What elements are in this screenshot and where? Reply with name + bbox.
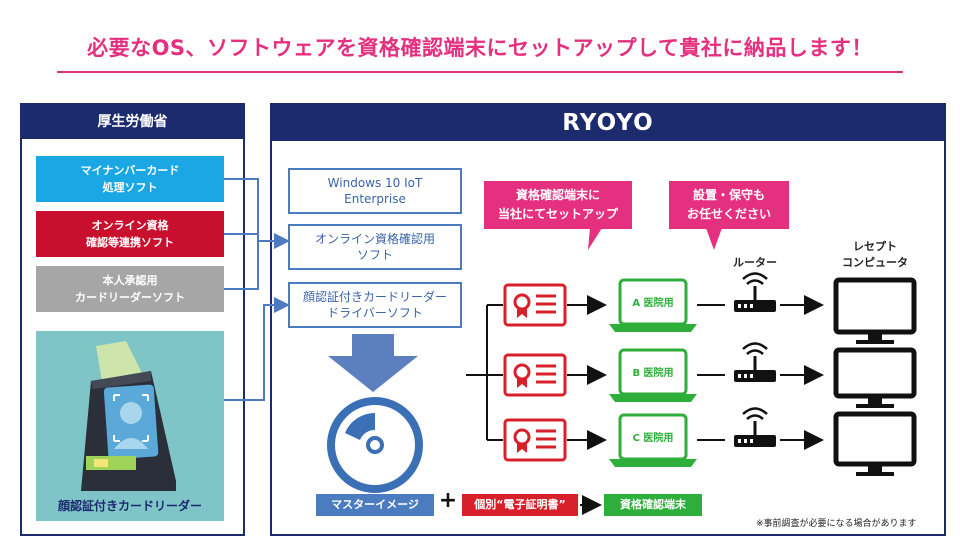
source-mynumber-line2: 処理ソフト: [102, 181, 158, 194]
card-reader-illustration: [81, 341, 176, 491]
receipt-label-line1: レセプト: [853, 240, 897, 253]
monitor-icon-a: [833, 277, 917, 344]
stack-driver-line1: 顔認証付きカードリーダー: [302, 290, 447, 304]
card-reader-box: 顔認証付きカードリーダー: [36, 331, 224, 521]
master-image-box: マスターイメージ: [316, 494, 434, 516]
note-text: ※事前調査が必要になる場合があります: [756, 519, 917, 529]
router-label: ルーター: [733, 256, 777, 269]
bubble-install: 設置・保守も お任せください: [669, 181, 789, 229]
laptop-icon-c: [609, 413, 697, 467]
source-cardreader-auth-software: 本人承認用 カードリーダーソフト: [36, 266, 224, 312]
plus-sign: +: [438, 488, 458, 513]
monitor-icon-c: [833, 411, 917, 476]
source-online-qualification-software: オンライン資格 確認等連携ソフト: [36, 211, 224, 257]
stack-online-line1: オンライン資格確認用: [314, 232, 435, 246]
stack-online-qualification-software: オンライン資格確認用 ソフト: [288, 224, 462, 270]
hospital-c-label: C 医院用: [632, 433, 674, 444]
certificate-icon-b: [503, 353, 567, 397]
connector-src1: [224, 178, 290, 249]
source-auth-line2: カードリーダーソフト: [75, 291, 185, 304]
source-online-line2: 確認等連携ソフト: [86, 236, 174, 249]
down-arrow: [328, 334, 418, 392]
stack-driver-line2: ドライバーソフト: [327, 306, 423, 320]
source-mynumber-line1: マイナンバーカード: [80, 164, 180, 177]
bubble-setup-tail: [588, 228, 602, 250]
bubble-setup: 資格確認端末に 当社にてセットアップ: [484, 181, 632, 229]
stack-windows-line2: Enterprise: [344, 192, 406, 206]
source-online-line1: オンライン資格: [91, 219, 169, 232]
laptop-icon-a: [609, 278, 697, 332]
bubble-install-tail: [706, 228, 722, 250]
source-auth-line1: 本人承認用: [102, 274, 158, 287]
hospital-b-label: B 医院用: [632, 368, 674, 379]
headline: 必要なOS、ソフトウェアを資格確認端末にセットアップして貴社に納品します！: [87, 36, 873, 60]
terminal-box: 資格確認端末: [604, 494, 702, 516]
disc-icon: [327, 397, 423, 493]
right-panel-title: RYOYO: [272, 105, 944, 141]
certificate-icon-a: [503, 283, 567, 327]
source-mynumber-software: マイナンバーカード 処理ソフト: [36, 156, 224, 202]
stack-windows-line1: Windows 10 IoT: [327, 176, 423, 190]
connector-src3: [224, 241, 259, 290]
router-icon-b: [734, 342, 776, 382]
stack-windows-iot: Windows 10 IoT Enterprise: [288, 168, 462, 214]
headline-rule: [57, 71, 903, 73]
connector-reader: [224, 297, 290, 401]
bubble-setup-line2: 当社にてセットアップ: [497, 207, 618, 221]
card-reader-label: 顔認証付きカードリーダー: [57, 499, 202, 513]
left-panel-title: 厚生労働省: [22, 105, 243, 139]
stack-online-line2: ソフト: [356, 248, 393, 262]
stack-cardreader-driver: 顔認証付きカードリーダー ドライバーソフト: [288, 282, 462, 328]
certificate-icon-c: [503, 418, 567, 462]
certificate-box: 個別“電子証明書”: [462, 494, 578, 516]
bubble-setup-line1: 資格確認端末に: [515, 188, 600, 202]
laptop-icon-b: [609, 348, 697, 402]
hospital-a-label: A 医院用: [632, 298, 674, 309]
receipt-label-line2: コンピュータ: [842, 256, 908, 269]
monitor-icon-b: [833, 347, 917, 408]
router-icon-c: [734, 407, 776, 447]
router-icon-a: [734, 272, 776, 312]
bubble-install-line1: 設置・保守も: [692, 188, 765, 202]
bubble-install-line2: お任せください: [686, 207, 771, 221]
